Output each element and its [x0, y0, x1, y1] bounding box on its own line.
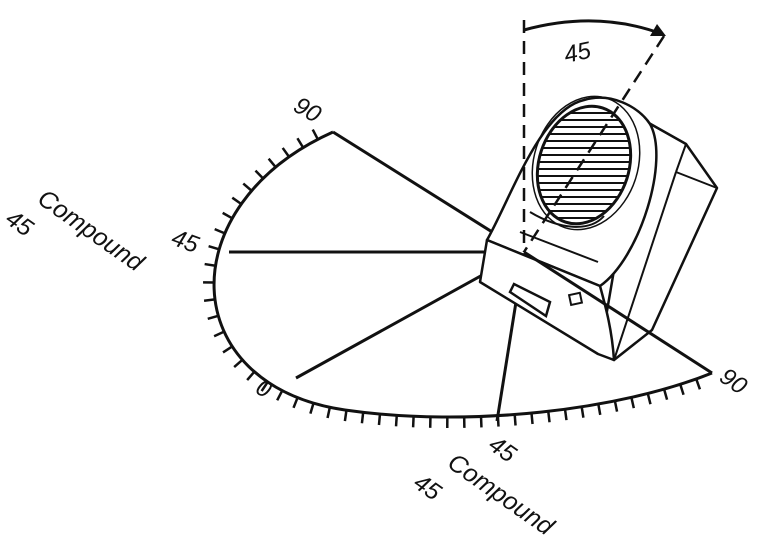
scale-tick — [213, 330, 225, 338]
scale-tick — [309, 402, 315, 415]
compound-value-bottom: 45 — [409, 469, 447, 507]
scale-tick — [203, 298, 216, 302]
scale-tick — [296, 137, 305, 149]
scale-tick — [360, 412, 365, 424]
tilt-angle-label: 45 — [562, 37, 594, 69]
tilted-axis-line — [522, 35, 666, 253]
sensor-lens-rim — [531, 95, 641, 231]
device-edge — [675, 143, 687, 173]
scale-label-90-right: 90 — [715, 363, 753, 401]
scale-tick — [260, 381, 269, 392]
scale-label-45-lower: 45 — [484, 431, 522, 469]
scale-tick — [563, 409, 568, 421]
scale-tick — [231, 196, 242, 206]
device-edge — [649, 123, 687, 145]
scale-tick — [394, 415, 399, 427]
scale-tick — [343, 410, 348, 422]
scale-tick — [513, 414, 517, 426]
scale-tick — [377, 413, 382, 426]
scale-tick — [222, 345, 233, 354]
device-edge — [675, 171, 718, 189]
compound-label-left: Compound — [33, 184, 150, 278]
scale-tick — [547, 411, 551, 423]
scale-tick — [580, 406, 585, 418]
device-window — [508, 282, 552, 318]
scale-tick — [597, 403, 602, 416]
scale-tick — [267, 157, 277, 168]
device-edge — [529, 211, 605, 228]
scale-tick — [613, 400, 619, 412]
scale-label-0: 0 — [251, 374, 277, 404]
scale-tick — [326, 407, 332, 419]
scale-tick — [246, 370, 256, 381]
scale-tick — [214, 227, 226, 235]
scale-tick — [222, 211, 233, 220]
scale-tick — [530, 412, 534, 425]
scale-tick — [242, 182, 253, 192]
curved-arrow-icon — [523, 19, 666, 36]
protractor-scale — [203, 129, 713, 429]
scale-tick — [646, 393, 652, 405]
compound-value-left: 45 — [1, 205, 39, 243]
scale-tick — [204, 262, 216, 267]
scale-label-45-upper: 45 — [168, 224, 203, 259]
motion-sensor-icon — [478, 95, 719, 362]
scale-tick — [233, 358, 244, 369]
scale-tick — [208, 245, 220, 251]
angle-line-90-right — [523, 250, 713, 375]
scale-tick — [207, 314, 219, 321]
scale-tick — [292, 397, 299, 409]
scale-tick — [276, 389, 284, 401]
scale-tick — [281, 147, 291, 158]
tilt-axes — [522, 20, 666, 253]
scale-tick — [311, 129, 319, 140]
scale-label-90-upper: 90 — [289, 92, 326, 129]
scale-tick — [679, 383, 685, 396]
device-button — [567, 291, 584, 307]
device-edge — [613, 171, 677, 361]
scale-tick — [695, 378, 702, 390]
scale-ticks — [203, 129, 702, 429]
scale-tick — [254, 169, 265, 180]
scale-tick — [662, 388, 669, 401]
scale-tick — [630, 397, 636, 409]
